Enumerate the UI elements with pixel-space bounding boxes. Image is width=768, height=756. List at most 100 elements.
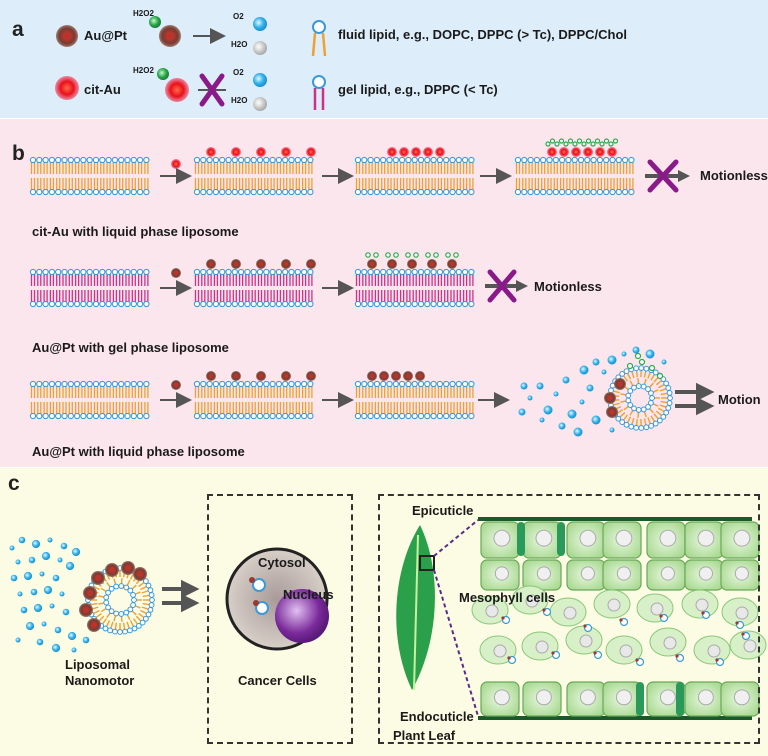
o2-bubble bbox=[59, 591, 65, 597]
cancer-cell bbox=[225, 547, 329, 651]
peg-bubble bbox=[585, 138, 592, 144]
plant-leaf-caption: Plant Leaf bbox=[393, 728, 456, 743]
nanomotor-dot bbox=[635, 657, 645, 667]
auPt-particle bbox=[407, 259, 417, 269]
plant-cell bbox=[522, 559, 562, 591]
mesophyll-cell bbox=[479, 635, 517, 665]
peg-bubble bbox=[581, 141, 587, 147]
o2-bubble bbox=[71, 547, 81, 557]
o2-bubble bbox=[520, 382, 528, 390]
row1-caption: cit-Au with liquid phase liposome bbox=[32, 224, 239, 239]
o2-bubble bbox=[28, 556, 36, 564]
peg-bubble bbox=[563, 141, 569, 147]
peg-bubble bbox=[634, 352, 642, 360]
nanomotor-dot bbox=[701, 610, 711, 620]
o2-bubble bbox=[609, 427, 615, 433]
mesophyll-cell bbox=[593, 589, 631, 619]
fluid-lipid-icon bbox=[311, 20, 327, 57]
citAu-particle bbox=[281, 147, 291, 157]
o2-bubble bbox=[18, 536, 26, 544]
motion-arrows bbox=[675, 382, 715, 416]
o2-bubble bbox=[52, 574, 60, 582]
auPt-particle bbox=[403, 371, 413, 381]
peg-bubble bbox=[599, 141, 605, 147]
citAu-particle bbox=[595, 147, 605, 157]
auPt-particle-icon bbox=[56, 25, 78, 47]
citAu-particle bbox=[256, 147, 266, 157]
epicuticle-label: Epicuticle bbox=[412, 503, 474, 518]
peg-bubble bbox=[425, 252, 431, 258]
h2o-label: H2O bbox=[231, 40, 248, 49]
lipid-bilayer bbox=[354, 156, 475, 196]
auPt-particle bbox=[121, 561, 135, 575]
lipid-bilayer bbox=[29, 268, 150, 308]
h2o-bubble-icon bbox=[253, 97, 267, 111]
nanomotor-dot bbox=[583, 623, 593, 633]
plant-cell bbox=[684, 681, 724, 717]
peg-bubble bbox=[572, 141, 578, 147]
o2-bubble bbox=[47, 537, 53, 543]
plant-cell bbox=[602, 521, 642, 559]
o2-bubble bbox=[579, 365, 589, 375]
plant-cell bbox=[522, 681, 562, 717]
o2-bubble bbox=[567, 409, 577, 419]
auPt-particle bbox=[256, 259, 266, 269]
o2-bubble bbox=[558, 422, 566, 430]
panel-b-label: b bbox=[12, 142, 25, 165]
peg-bubble bbox=[612, 138, 619, 144]
mesophyll-cell bbox=[649, 627, 687, 657]
process-arrows bbox=[160, 168, 512, 408]
motionless-label: Motionless bbox=[534, 279, 602, 294]
auPt-particle bbox=[231, 371, 241, 381]
plant-cell bbox=[602, 681, 642, 717]
auPt-particle-icon bbox=[159, 25, 181, 47]
o2-bubble bbox=[518, 408, 526, 416]
lipid-bilayer bbox=[514, 156, 635, 196]
o2-bubble bbox=[65, 561, 75, 571]
o2-bubble-icon bbox=[253, 17, 267, 31]
o2-bubble bbox=[562, 376, 570, 384]
lipid-bilayer bbox=[354, 380, 475, 420]
h2o-bubble-icon bbox=[253, 41, 267, 55]
motion-arrows bbox=[162, 579, 200, 613]
nanomotor-dot bbox=[741, 631, 751, 641]
o2-bubble bbox=[49, 603, 55, 609]
auPt-particle bbox=[91, 571, 105, 585]
plant-cell bbox=[566, 521, 606, 559]
h2o2-label: H2O2 bbox=[133, 9, 154, 18]
citAu-particle bbox=[306, 147, 316, 157]
mesophyll-cell bbox=[605, 635, 643, 665]
o2-bubble bbox=[54, 626, 62, 634]
auPt-particle bbox=[87, 618, 101, 632]
h2o2-label: H2O2 bbox=[133, 66, 154, 75]
peg-bubble bbox=[385, 252, 391, 258]
o2-bubble bbox=[20, 606, 28, 614]
peg-bubble bbox=[433, 252, 439, 258]
guard-cell bbox=[517, 522, 525, 556]
auPt-particle bbox=[206, 371, 216, 381]
o2-bubble bbox=[586, 384, 594, 392]
cancer-cell-frame bbox=[207, 494, 353, 744]
auPt-particle bbox=[604, 392, 616, 404]
citAu-particle bbox=[399, 147, 409, 157]
motionless-cross-icon bbox=[485, 269, 528, 303]
auPt-particle bbox=[171, 380, 181, 390]
citAu-particle bbox=[423, 147, 433, 157]
peg-bubble bbox=[656, 372, 664, 380]
o2-bubble bbox=[536, 382, 544, 390]
auPt-particle bbox=[387, 259, 397, 269]
auPt-particle bbox=[105, 563, 119, 577]
plant-cell bbox=[646, 681, 686, 717]
peg-bubble bbox=[638, 358, 646, 366]
nanomotor-dot bbox=[715, 657, 725, 667]
auPt-label: Au@Pt bbox=[84, 28, 128, 43]
o2-bubble bbox=[31, 539, 41, 549]
nanomotor-dot bbox=[593, 650, 603, 660]
mesophyll-cell bbox=[681, 589, 719, 619]
auPt-particle bbox=[367, 259, 377, 269]
motionless-cross-icon bbox=[645, 159, 690, 193]
o2-bubble bbox=[82, 636, 90, 644]
o2-bubble bbox=[17, 591, 23, 597]
auPt-particle bbox=[367, 371, 377, 381]
citAu-particle bbox=[435, 147, 445, 157]
